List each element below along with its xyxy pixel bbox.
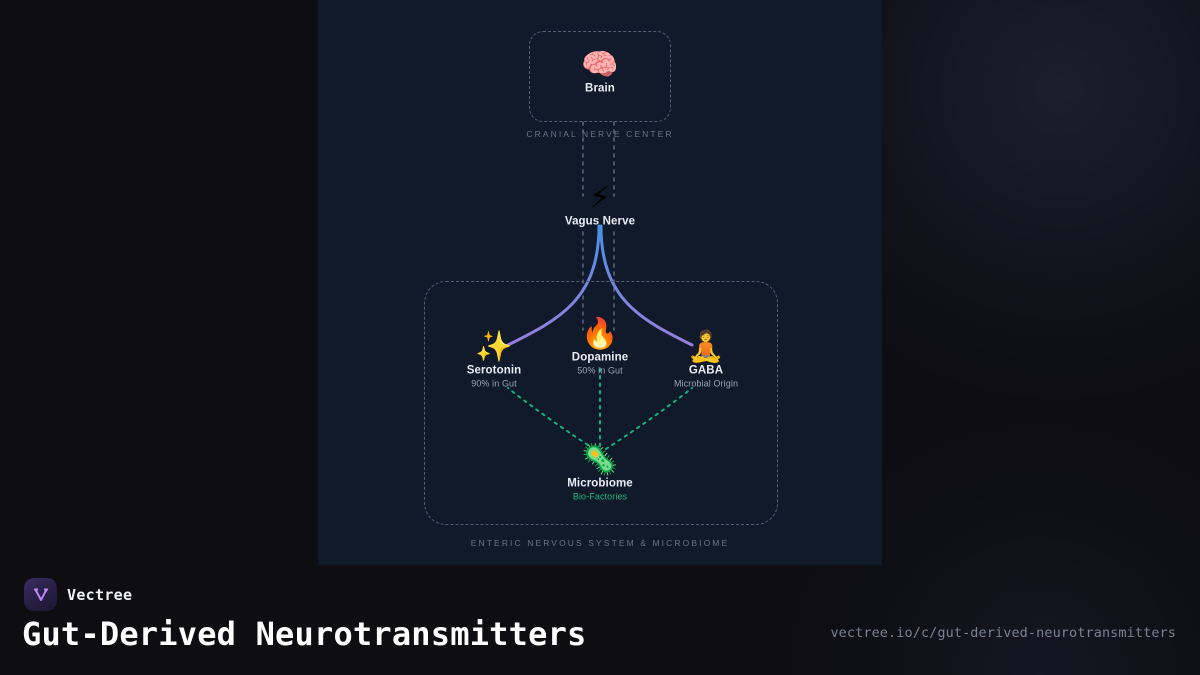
node-microbiome-label: Microbiome	[567, 477, 633, 490]
edge-vagus-serotonin	[506, 224, 601, 347]
node-dopamine-label: Dopamine	[571, 351, 629, 364]
sparkles-emoji-icon: ✨	[475, 329, 513, 365]
node-vagus-nerve[interactable]: ⚡ Vagus Nerve	[564, 180, 636, 228]
brand-name: Vectree	[67, 585, 133, 604]
page-footer: Vectree Gut-Derived Neurotransmitters ve…	[0, 565, 1200, 675]
node-dopamine[interactable]: 🔥 Dopamine 50% in Gut	[571, 316, 629, 376]
node-gaba-sub: Microbial Origin	[673, 378, 739, 389]
brand-row[interactable]: Vectree	[24, 578, 132, 611]
group-box-cranial	[529, 31, 671, 122]
fire-emoji-icon: 🔥	[581, 316, 619, 352]
node-microbiome[interactable]: 🦠 Microbiome Bio-Factories	[567, 442, 633, 502]
edge-microbiome-serotonin	[507, 387, 595, 450]
diagram-canvas[interactable]: CRANIAL NERVE CENTER ENTERIC NERVOUS SYS…	[318, 0, 882, 565]
node-vagus-label: Vagus Nerve	[564, 215, 636, 228]
group-caption-enteric: ENTERIC NERVOUS SYSTEM & MICROBIOME	[470, 538, 730, 548]
logo-glyph	[33, 587, 48, 601]
node-gaba-label: GABA	[688, 364, 724, 377]
page-title: Gut-Derived Neurotransmitters	[22, 615, 587, 653]
node-dopamine-sub: 50% in Gut	[577, 365, 623, 376]
brain-emoji-icon: 🧠	[581, 47, 619, 83]
page-url: vectree.io/c/gut-derived-neurotransmitte…	[830, 625, 1176, 641]
node-serotonin-sub: 90% in Gut	[471, 378, 517, 389]
microbe-emoji-icon: 🦠	[581, 442, 619, 478]
node-serotonin-label: Serotonin	[466, 364, 522, 377]
group-caption-cranial: CRANIAL NERVE CENTER	[526, 129, 674, 139]
node-gaba[interactable]: 🧘 GABA Microbial Origin	[673, 329, 739, 389]
edge-vagus-gaba	[599, 224, 694, 347]
lightning-emoji-icon: ⚡	[589, 180, 611, 216]
node-brain-label: Brain	[585, 82, 615, 95]
group-box-enteric	[424, 281, 778, 525]
edge-microbiome-gaba	[605, 387, 693, 450]
diagram-edges	[506, 121, 694, 450]
vectree-v-logo-icon	[24, 578, 57, 611]
lotus-person-emoji-icon: 🧘	[687, 329, 725, 365]
node-brain[interactable]: 🧠 Brain	[581, 47, 619, 95]
node-microbiome-sub: Bio-Factories	[572, 491, 628, 502]
node-serotonin[interactable]: ✨ Serotonin 90% in Gut	[466, 329, 522, 389]
